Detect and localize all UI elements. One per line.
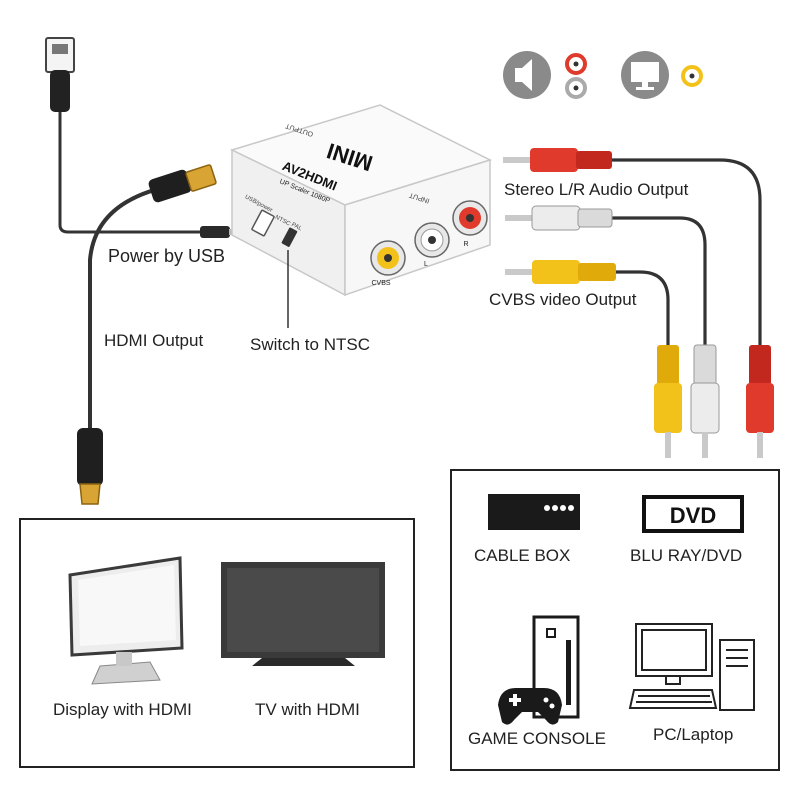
pc-laptop-label: PC/Laptop bbox=[653, 725, 734, 744]
rca-plug-white-horizontal bbox=[505, 205, 613, 231]
cable-box-icon bbox=[488, 494, 580, 530]
jack-cvbs-icon bbox=[370, 240, 406, 276]
hdmi-output-label: HDMI Output bbox=[104, 331, 204, 350]
monitor-icon bbox=[621, 51, 669, 99]
converter-box: MINI AV2HDMI UP Scaler 1080P OUTPUT INPU… bbox=[229, 104, 493, 297]
rca-plug-white-vertical bbox=[690, 344, 720, 458]
rca-plug-red-horizontal bbox=[503, 148, 612, 172]
rca-plug-yellow-horizontal bbox=[505, 260, 616, 284]
rca-yellow-jack-icon bbox=[681, 65, 703, 87]
blu-ray-dvd-label: BLU RAY/DVD bbox=[630, 546, 743, 565]
stereo-audio-output-label: Stereo L/R Audio Output bbox=[504, 180, 689, 199]
game-console-label: GAME CONSOLE bbox=[468, 729, 606, 748]
jack-cvbs-label: CVBS bbox=[371, 280, 390, 287]
rca-cables bbox=[608, 158, 762, 352]
jack-r-icon bbox=[452, 200, 488, 236]
display-monitor-icon bbox=[68, 556, 184, 685]
usb-plug-icon bbox=[45, 37, 75, 112]
speaker-icon bbox=[503, 51, 551, 99]
jack-l-label: L bbox=[424, 261, 428, 268]
cvbs-video-output-label: CVBS video Output bbox=[489, 290, 637, 309]
hdmi-cable bbox=[88, 183, 177, 434]
usb-power-cable bbox=[58, 108, 237, 234]
jack-r-label: R bbox=[463, 241, 468, 248]
device-pal-label: PAL bbox=[290, 222, 303, 233]
dvd-logo-text: DVD bbox=[670, 503, 716, 528]
jack-l-icon bbox=[414, 222, 450, 258]
rca-plug-yellow-vertical bbox=[654, 345, 682, 458]
cable-box-label: CABLE BOX bbox=[474, 546, 571, 565]
power-by-usb-label: Power by USB bbox=[108, 246, 226, 266]
tv-with-hdmi-label: TV with HDMI bbox=[255, 700, 360, 719]
dvd-logo-icon: DVD bbox=[642, 495, 744, 533]
hdmi-plug-bottom-icon bbox=[77, 428, 103, 505]
display-with-hdmi-label: Display with HDMI bbox=[53, 700, 192, 719]
switch-to-ntsc-label: Switch to NTSC bbox=[250, 335, 370, 354]
hdmi-plug-top-icon bbox=[148, 164, 217, 203]
tv-icon bbox=[221, 562, 385, 666]
rca-red-white-jack-icon bbox=[565, 53, 587, 99]
pc-icon bbox=[628, 623, 755, 711]
rca-plug-red-vertical bbox=[746, 345, 774, 458]
game-console-icon bbox=[498, 615, 580, 725]
